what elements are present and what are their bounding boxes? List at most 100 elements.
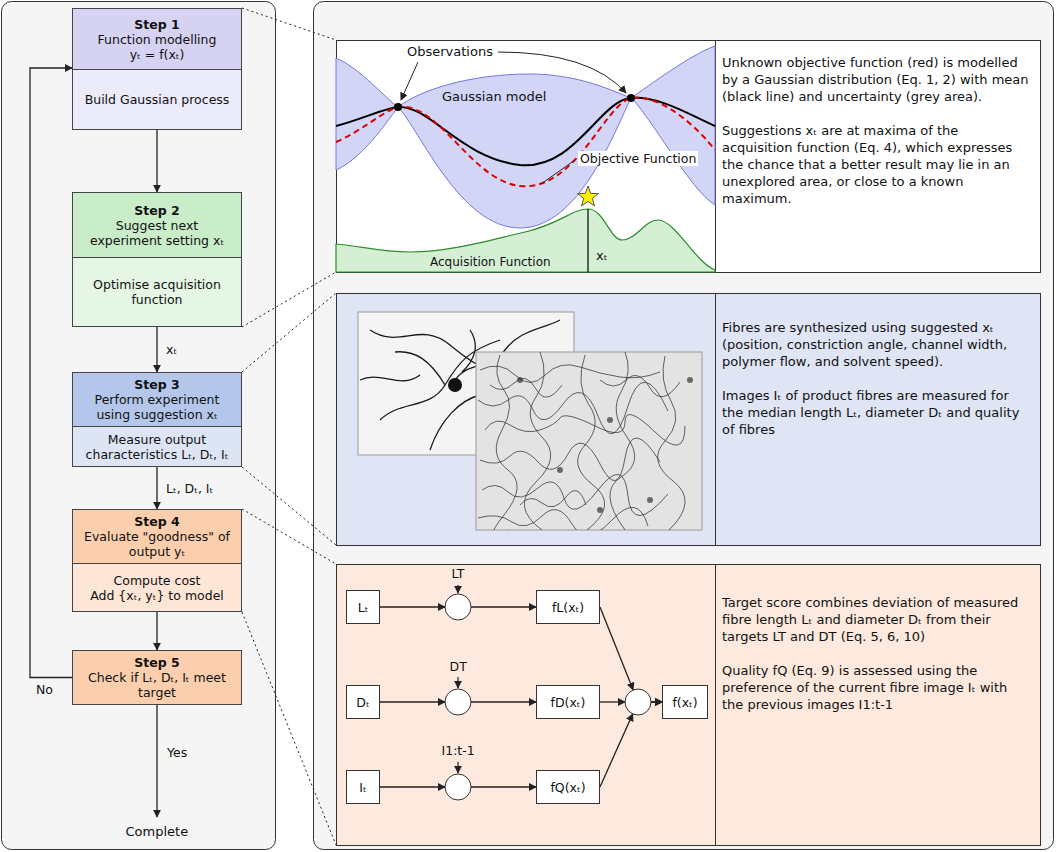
step-heading: Function modelling: [98, 32, 217, 47]
curve-label: Objective Function: [578, 151, 698, 166]
detail-panel: Fibres are synthesized using suggested x…: [336, 293, 1040, 545]
right-panel: [314, 2, 1054, 850]
connector-line: [156, 130, 157, 192]
leader-connector: [242, 612, 336, 845]
score-text: Dₜ: [356, 695, 369, 710]
observation-dot: [394, 103, 402, 111]
step-heading: Evaluate "goodness" of output yₜ: [79, 529, 235, 559]
connector-line: [600, 607, 633, 690]
score-text: Lₜ: [358, 600, 369, 615]
target-label: LT: [450, 566, 467, 581]
acquisition-curve: [336, 209, 715, 272]
leader-arrow: [498, 52, 626, 93]
leader-connector: [242, 8, 336, 40]
description-column: Unknown objective function (red) is mode…: [722, 54, 1032, 207]
step-body: Compute costAdd {xₜ, yₜ} to model: [73, 564, 241, 611]
connector: [600, 702, 662, 703]
process-box: Step 5Check if Lₜ, Dₜ, Iₜ meet target: [72, 650, 242, 705]
micrograph-fibres: [478, 352, 693, 530]
description-text: Suggestions xₜ are at maxima of the acqu…: [722, 122, 1032, 207]
target-label: I1:t-1: [440, 743, 477, 758]
connector: [242, 467, 336, 545]
connector: [157, 130, 158, 192]
description-column: Fibres are synthesized using suggested x…: [722, 319, 1032, 438]
leader-connector: [242, 467, 336, 545]
connector-line: [600, 701, 625, 702]
connector-line: [651, 701, 662, 702]
connector: [242, 293, 336, 372]
connector: [380, 702, 536, 703]
fibre-clump: [448, 378, 462, 392]
panel-divider: [715, 294, 716, 546]
description-text: Quality fQ (Eq. 9) is assessed using the…: [722, 662, 1032, 713]
leader-connector: [242, 293, 336, 372]
step-title: Step 5: [134, 655, 179, 670]
uncertainty-band: [336, 46, 715, 228]
connector: [242, 8, 336, 40]
score-box: Dₜ: [346, 685, 380, 719]
mean-curve: [336, 98, 715, 165]
connector-line: [600, 714, 633, 787]
detail-panel: [337, 41, 1041, 273]
step-title: Step 1: [134, 17, 179, 32]
process-box: Step 2Suggest next experiment setting xₜ…: [72, 192, 242, 327]
connector: [242, 509, 336, 564]
process-box: Step 1Function modellingyₜ = f(xₜ)Build …: [72, 8, 242, 130]
connector: [600, 702, 662, 787]
connector-line: [471, 786, 536, 787]
score-text: fD(xₜ): [551, 695, 586, 710]
step-heading: Check if Lₜ, Dₜ, Iₜ meet target: [79, 670, 235, 700]
score-text: fQ(xₜ): [550, 780, 585, 795]
score-text: f(xₜ): [672, 695, 697, 710]
observation-dot: [627, 94, 635, 102]
connector-line: [380, 606, 445, 607]
score-text: Iₜ: [359, 780, 366, 795]
combiner-circle: [625, 689, 651, 715]
left-panel: [2, 2, 276, 850]
score-text: fL(xₜ): [552, 600, 584, 615]
exit-arrow: [156, 705, 157, 817]
score-box: Iₜ: [346, 770, 380, 804]
connector-line: [380, 701, 445, 702]
connector: [30, 68, 72, 678]
connector-line: [651, 701, 662, 702]
leader-arrow: [401, 62, 418, 100]
step-header: Step 2Suggest next experiment setting xₜ: [73, 193, 241, 258]
step-detail: Add {xₜ, yₜ} to model: [90, 588, 224, 603]
step-heading: yₜ = f(xₜ): [130, 47, 185, 62]
connector-line: [471, 701, 536, 702]
score-box: fD(xₜ): [536, 685, 600, 719]
branch-label: Yes: [165, 745, 189, 760]
connector: [157, 327, 158, 372]
description-text: Fibres are synthesized using suggested x…: [722, 319, 1032, 370]
leader-line: [541, 160, 575, 184]
detail-panel: [337, 565, 1041, 846]
connector-line: [651, 701, 662, 702]
connector: [380, 787, 536, 788]
step-header: Step 4Evaluate "goodness" of output yₜ: [73, 510, 241, 564]
step-header: Step 1Function modellingyₜ = f(xₜ): [73, 9, 241, 70]
curve-label: Acquisition Function: [428, 255, 553, 270]
edge-label: xₜ: [166, 342, 177, 357]
step-title: Step 2: [134, 203, 179, 218]
connector: [157, 612, 158, 650]
step-title: Step 3: [134, 377, 179, 392]
suggestion-line: [587, 209, 588, 272]
detail-panel: [337, 294, 1041, 546]
step-header: Step 3Perform experiment using suggestio…: [73, 373, 241, 427]
combiner-circle: [445, 594, 471, 620]
score-box: Lₜ: [346, 590, 380, 624]
step-heading: Perform experiment using suggestion xₜ: [79, 392, 235, 422]
description-column: Target score combines deviation of measu…: [722, 594, 1032, 713]
combiner-circle: [445, 774, 471, 800]
edge-label: No: [36, 682, 53, 697]
axis-label: xₜ: [594, 248, 610, 263]
curve-label: Gaussian model: [440, 89, 548, 104]
leader-connector: [242, 509, 336, 564]
connector: [380, 607, 536, 608]
step-detail: Measure output characteristics Lₜ, Dₜ, I…: [79, 432, 235, 462]
panel-divider: [715, 565, 716, 846]
detail-panel: Target score combines deviation of measu…: [336, 564, 1040, 845]
description-text: Unknown objective function (red) is mode…: [722, 54, 1032, 105]
